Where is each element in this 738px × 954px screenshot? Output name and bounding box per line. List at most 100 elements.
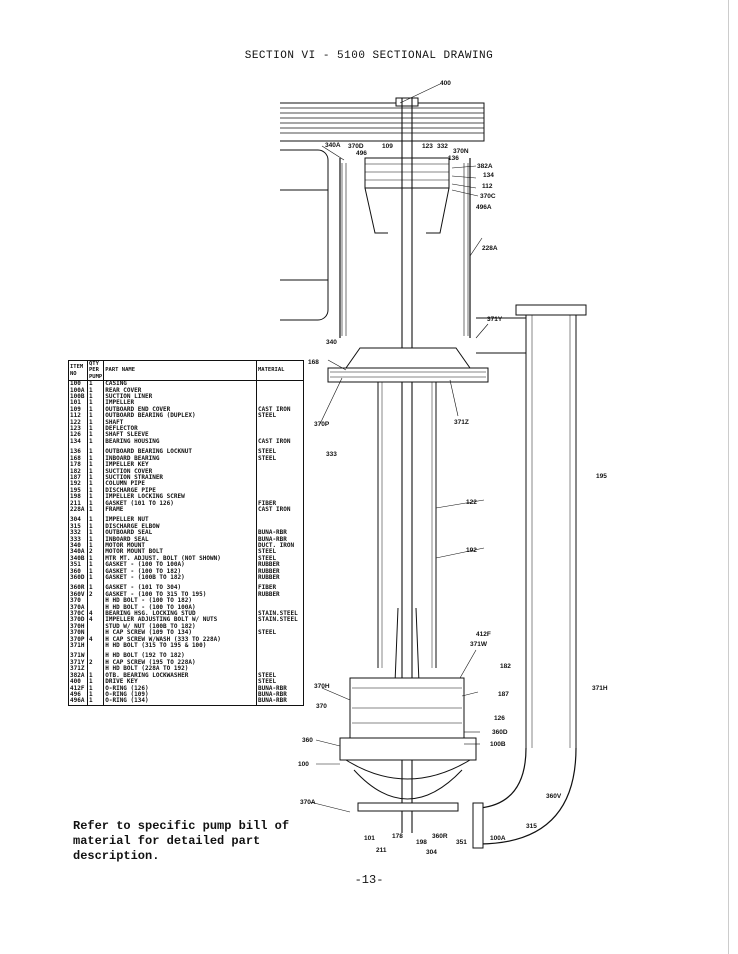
cell-material bbox=[256, 481, 304, 488]
cell-material bbox=[256, 523, 304, 531]
cell-material: CAST IRON bbox=[256, 438, 304, 446]
callout-136: 136 bbox=[448, 155, 459, 162]
cell-material: CAST IRON bbox=[256, 506, 304, 514]
callout-371H: 371H bbox=[592, 685, 608, 692]
callout-496: 496 bbox=[356, 150, 367, 157]
page-edge bbox=[728, 0, 729, 954]
callout-371Z: 371Z bbox=[454, 419, 469, 426]
callout-112: 112 bbox=[482, 183, 493, 190]
cell-material bbox=[256, 494, 304, 501]
cell-qty bbox=[86, 598, 105, 605]
cell-qty: 1 bbox=[86, 678, 105, 686]
cell-material: BUNA-RBR bbox=[256, 691, 304, 699]
callout-360D: 360D bbox=[492, 729, 508, 736]
cell-qty: 1 bbox=[86, 555, 105, 563]
cell-qty: 1 bbox=[86, 387, 105, 395]
cell-material: STEEL bbox=[256, 448, 304, 456]
cell-qty: 1 bbox=[86, 412, 105, 420]
cell-qty bbox=[86, 649, 105, 654]
callout-198: 198 bbox=[416, 839, 427, 846]
cell-qty: 4 bbox=[86, 636, 105, 644]
cell-material bbox=[256, 643, 304, 650]
table-row bbox=[68, 513, 304, 518]
cell-qty: 1 bbox=[86, 561, 105, 569]
cell-material bbox=[256, 474, 304, 482]
cell-material: STAIN.STEEL bbox=[256, 610, 304, 618]
cell-material: RUBBER bbox=[256, 568, 304, 575]
cell-material: STEEL bbox=[256, 548, 304, 556]
cell-material: STEEL bbox=[256, 412, 304, 420]
callout-332: 332 bbox=[437, 143, 448, 150]
cell-material: BUNA-RBR bbox=[256, 685, 304, 692]
callout-109: 109 bbox=[382, 143, 393, 150]
cell-material: STEEL bbox=[256, 555, 304, 563]
cell-qty: 1 bbox=[86, 468, 105, 475]
cell-qty: 1 bbox=[86, 500, 105, 507]
table-row bbox=[68, 445, 304, 450]
callout-340A: 340A bbox=[325, 142, 341, 149]
callout-211: 211 bbox=[376, 847, 387, 854]
callout-100A: 100A bbox=[490, 835, 506, 842]
cell-material bbox=[256, 636, 304, 644]
callout-101: 101 bbox=[364, 835, 375, 842]
callout-371Y: 371Y bbox=[487, 316, 503, 323]
callout-370N: 370N bbox=[453, 148, 469, 155]
cell-material bbox=[256, 487, 304, 495]
callout-304: 304 bbox=[426, 849, 437, 856]
cell-qty: 1 bbox=[86, 448, 105, 456]
cell-qty: 4 bbox=[86, 617, 105, 624]
callout-178: 178 bbox=[392, 833, 403, 840]
cell-qty: 1 bbox=[86, 584, 105, 592]
cell-qty: 1 bbox=[86, 425, 105, 433]
callout-195: 195 bbox=[596, 473, 607, 480]
callout-382A: 382A bbox=[477, 163, 493, 170]
cell-qty: 1 bbox=[86, 568, 105, 575]
callout-371W: 371W bbox=[470, 641, 488, 648]
cell-material bbox=[256, 581, 304, 586]
cell-material bbox=[256, 400, 304, 407]
callout-370D: 370D bbox=[348, 143, 364, 150]
cell-qty: 1 bbox=[86, 455, 105, 463]
cell-material: RUBBER bbox=[256, 574, 304, 582]
header-material: MATERIAL bbox=[256, 359, 304, 382]
cell-qty: 1 bbox=[86, 400, 105, 407]
cell-material bbox=[256, 604, 304, 612]
cell-qty: 1 bbox=[86, 487, 105, 495]
cell-qty: 1 bbox=[86, 506, 105, 514]
cell-material bbox=[256, 462, 304, 469]
cell-qty: 1 bbox=[86, 698, 105, 706]
cell-material bbox=[256, 380, 304, 388]
page-number: -13- bbox=[354, 873, 384, 887]
cell-qty: 1 bbox=[86, 461, 105, 469]
callout-228A: 228A bbox=[482, 245, 498, 252]
cell-qty: 1 bbox=[86, 685, 105, 692]
callout-351: 351 bbox=[456, 839, 467, 846]
cell-material bbox=[256, 432, 304, 439]
header-part: PART NAME bbox=[103, 359, 257, 382]
cell-qty: 1 bbox=[86, 523, 105, 531]
callout-168: 168 bbox=[308, 359, 319, 366]
